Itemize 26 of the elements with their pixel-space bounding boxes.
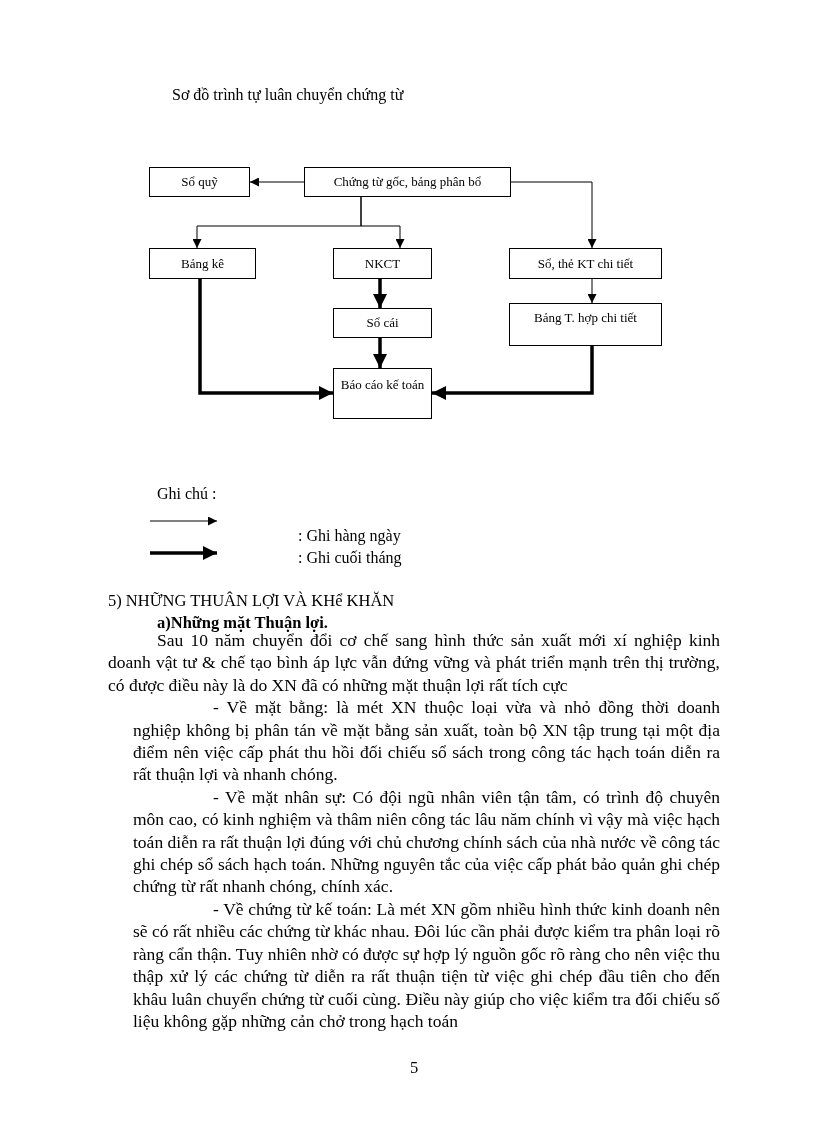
page-number: 5 [410,1057,420,1079]
bullet-paragraph: - Về chứng từ kế toán: Là mét XN gồm nhiều hình thức kinh doanh nên sẽ có rất nhiều các chứng từ khác nhau. Đôi lúc cần phải được kiểm tra phân loại rõ ràng cẩn thận. Tuy nhiên nhờ có được sự hợp lý nguồn gốc rõ ràng cho nên việc thu thập xử lý các chứng từ diễn ra rất thuận tiện từ việc ghi chép đầu tiên cho đến khâu luân chuyển chứng từ cuối cùng. Điều này giúp cho việc kiểm tra đối chiếu số liệu không gặp những cản chở trong hạch toán [133,897,720,1033]
process-box: Sổ quỹ [149,167,250,197]
process-box: Chứng từ gốc, bảng phân bổ [304,167,511,197]
process-box: Báo cáo kế toán [333,368,432,419]
process-box: Sổ cái [333,308,432,338]
arrow [360,196,405,249]
diagram-title: Sơ đồ trình tự luân chuyển chứng từ [172,85,404,106]
legend-text: : Ghi cuối tháng [298,548,402,569]
arrow [373,279,387,308]
legend-heading: Ghi chú : [157,484,218,504]
bullet-paragraph: - Về mặt nhân sự: Có đội ngũ nhân viên tận tâm, có trình độ chuyên môn cao, có kinh nghiệm và thâm niên công tác lâu năm chính vì vậy mà việc hạch toán diễn ra rất thuận lợi đúng với chủ chương chính sách của nhà nước về công tác ghi chép sổ sách hạch toán. Những nguyên tắc của việc cấp phát bảo quản ghi chép chứng từ rất nhanh chóng, chính xác. [133,785,720,898]
arrow [373,338,387,368]
legend-text: : Ghi hàng ngày [298,526,401,547]
arrow [249,177,305,187]
arrow [198,279,333,400]
subsection-heading: a)Những mặt Thuận lợi. [157,612,329,633]
arrow [587,278,597,304]
arrow [510,181,597,249]
process-box: NKCT [333,248,432,279]
arrow [432,346,594,400]
process-box: Sổ, thẻ KT chi tiết [509,248,662,279]
section-heading: 5) NHỮNG THUÂN LỢI VÀ KHể KHĂN [108,590,396,612]
bullet-paragraph: - Về mặt bằng: là mét XN thuộc loại vừa và nhỏ đồng thời doanh nghiệp không bị phân tán về mặt bằng sản xuất, toàn bộ XN tập trung tại một địa điểm nên việc cấp phát thu hồi đối chiếu sổ sách trong công tác hạch toán diễn ra rất thuận lợi và nhanh chóng. [133,696,720,786]
process-box: Bảng T. hợp chi tiết [509,303,662,346]
process-box: Bảng kê [149,248,256,279]
